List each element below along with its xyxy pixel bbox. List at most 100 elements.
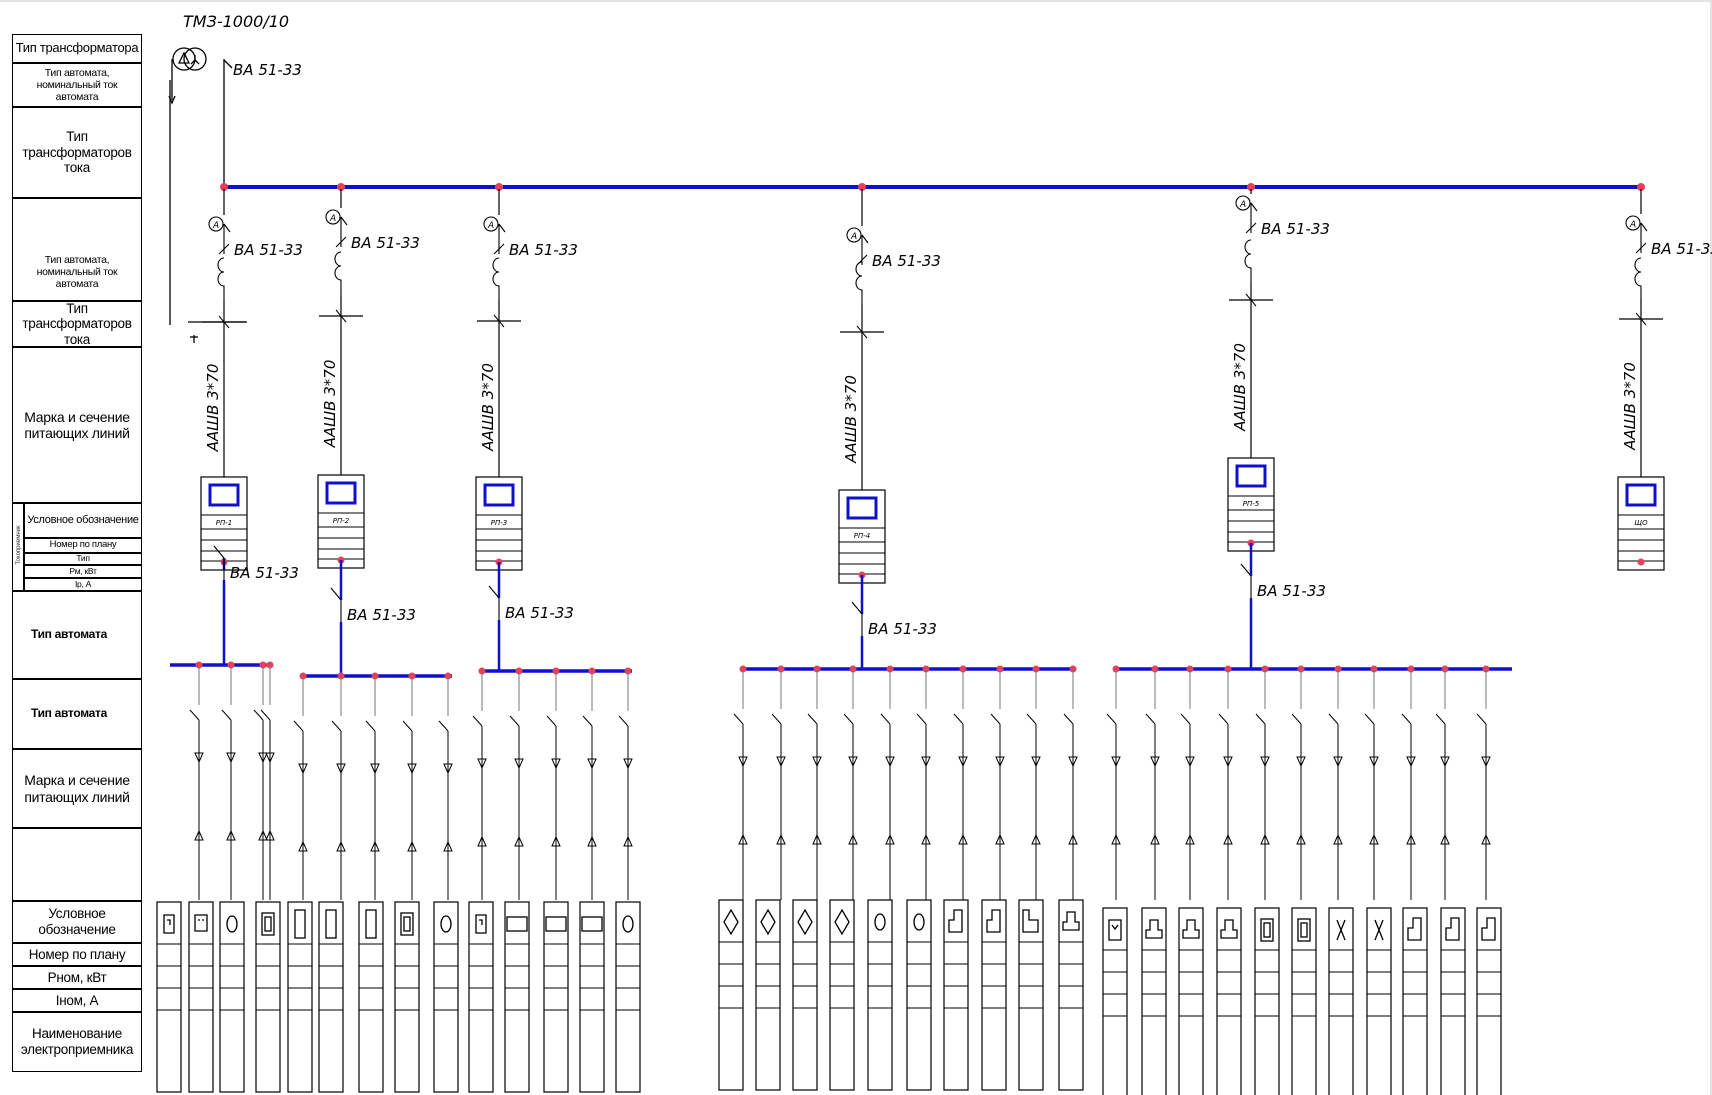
branch-breaker (807, 713, 818, 766)
load-box (718, 899, 744, 1091)
sub-panel-2: ВА 51-33 (293, 560, 453, 900)
ct-tick (218, 315, 230, 329)
ammeter-letter: A (329, 214, 336, 224)
load-cell (1058, 899, 1084, 1091)
breaker-symbol (335, 216, 348, 248)
load-icon-panel (400, 912, 414, 936)
load-cell (579, 901, 605, 1093)
ammeter-icon (483, 216, 499, 232)
branch-arrow (1440, 756, 1450, 768)
ct-tick (856, 325, 868, 339)
ammeter-letter: A (850, 232, 857, 242)
branch-breaker (1476, 713, 1487, 766)
load-icon-monitor (1108, 919, 1122, 941)
feeder-breaker-label: ВА 51-33 (509, 241, 578, 259)
load-box (543, 901, 569, 1093)
branch-arrow-up (1333, 833, 1343, 845)
branch-arrow (921, 756, 931, 768)
branch-arrow-up (623, 835, 633, 847)
load-icon-flag2 (194, 914, 208, 932)
load-icon-panel (261, 912, 275, 936)
branch-breaker (1328, 713, 1339, 766)
load-box (579, 901, 605, 1093)
load-icon-step (986, 909, 1001, 933)
load-icon-tall (325, 909, 337, 939)
sub-breaker-label: ВА 51-33 (868, 620, 937, 638)
bus-node (220, 183, 228, 191)
branch-arrow-up (1296, 833, 1306, 845)
branch-arrow (885, 756, 895, 768)
load-box (615, 901, 641, 1093)
current-transformer-symbol (855, 261, 863, 305)
branch-breaker (1401, 713, 1412, 766)
load-box (156, 901, 182, 1093)
branch-arrow-up (336, 840, 346, 852)
load-cell (468, 901, 494, 1093)
load-box (1141, 907, 1167, 1095)
branch-arrow (258, 752, 268, 764)
load-icon-motor (440, 915, 452, 933)
load-box (1254, 907, 1280, 1095)
legend-breaker-type-lower: Тип автомата (12, 591, 142, 679)
load-icon-motor (226, 915, 238, 933)
load-cell (906, 899, 932, 1091)
bus-node (1247, 183, 1255, 191)
branch-breaker (438, 720, 449, 773)
legend-feeder-cable: Марка и сечение питающих линий (12, 347, 142, 503)
load-icon-diamond (723, 908, 739, 936)
load-icon-oven (581, 916, 603, 932)
branch-arrow (812, 756, 822, 768)
load-icon-step (948, 909, 963, 933)
branch-arrow-up (812, 833, 822, 845)
legend-breaker-type-lower-2: Тип автомата (12, 679, 142, 749)
branch-arrow-up (1440, 833, 1450, 845)
transformer-symbol (168, 47, 233, 325)
legend-load-name: Наименование электроприемника (12, 1012, 142, 1072)
load-box (358, 901, 384, 1093)
main-breaker-label: ВА 51-33 (233, 61, 302, 79)
branch-arrow (1481, 756, 1491, 768)
feeder-breaker-label: ВА 51-33 (1651, 240, 1712, 258)
load-cell (718, 899, 744, 1091)
sub-panel-4: ВА 51-33 (733, 575, 1078, 900)
sub-panel-1: ВА 51-33 (170, 545, 299, 900)
branch-breaker (472, 715, 483, 768)
load-box (867, 899, 893, 1091)
load-box (1216, 907, 1242, 1095)
legend-ct-type: Тип трансформаторов тока (12, 107, 142, 198)
branch-breaker (1145, 713, 1156, 766)
load-icon-cross (1374, 919, 1384, 941)
feeder-breaker-label: ВА 51-33 (351, 234, 420, 252)
load-icon-oven (545, 916, 567, 932)
branch-arrow-up (995, 833, 1005, 845)
branch-breaker (1255, 713, 1266, 766)
ammeter-icon (208, 216, 224, 232)
load-cell (504, 901, 530, 1093)
branch-breaker (1435, 713, 1446, 766)
branch-arrow-up (298, 840, 308, 852)
load-cell (943, 899, 969, 1091)
ammeter-letter: A (1629, 220, 1636, 230)
branch-arrow-up (1031, 833, 1041, 845)
feeder-breaker-label: ВА 51-33 (234, 241, 303, 259)
load-cell (1291, 907, 1317, 1095)
ct-tick (1245, 293, 1257, 307)
load-cell (755, 899, 781, 1091)
cabinet-name: РП-1 (216, 519, 232, 527)
ground-symbol (188, 321, 247, 343)
branch-arrow-up (477, 835, 487, 847)
branch-arrow-up (443, 840, 453, 852)
breaker-symbol (218, 223, 231, 255)
load-box (188, 901, 214, 1093)
branch-breaker (771, 713, 782, 766)
legend-column: Тип трансформатора Тип автомата, номинал… (0, 0, 150, 1095)
branch-arrow-up (258, 829, 268, 841)
ammeter-icon (1235, 195, 1251, 211)
branch-arrow-up (958, 833, 968, 845)
